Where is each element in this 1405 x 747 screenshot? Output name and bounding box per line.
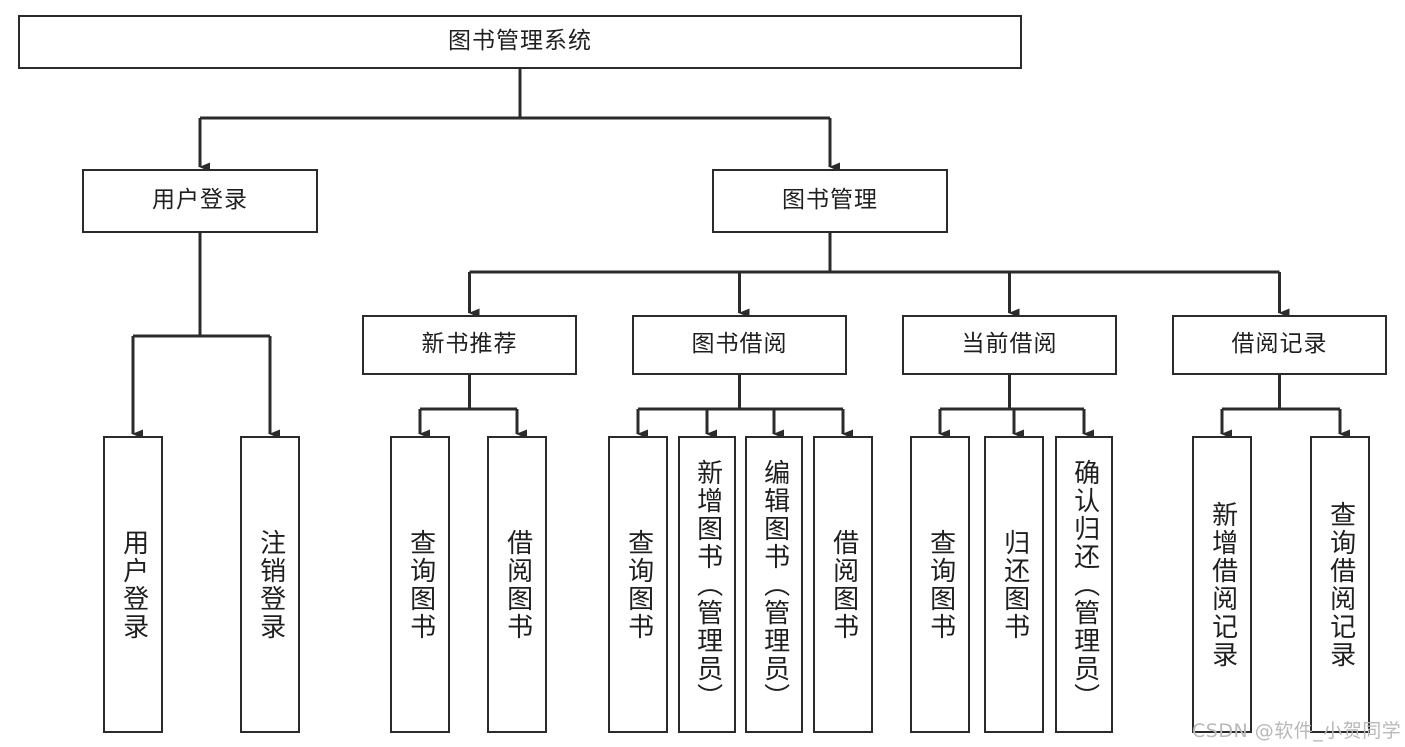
node-borrow-record-label: 借阅记录 (1231, 331, 1328, 358)
node-leaf-query-book-rec[interactable]: 查询图书 (390, 436, 450, 733)
node-leaf-borrow-book-label: 借阅图书 (828, 528, 859, 641)
node-book-manage[interactable]: 图书管理 (712, 169, 948, 233)
node-leaf-return-book[interactable]: 归还图书 (984, 436, 1044, 733)
node-leaf-user-login-label: 用户登录 (118, 528, 149, 641)
node-borrow-record[interactable]: 借阅记录 (1172, 315, 1387, 375)
node-root[interactable]: 图书管理系统 (18, 15, 1022, 69)
node-leaf-return-book-label: 归还图书 (999, 528, 1030, 641)
node-leaf-edit-book[interactable]: 编辑图书（管理员） (745, 436, 803, 733)
node-leaf-borrow-book-rec[interactable]: 借阅图书 (487, 436, 547, 733)
node-leaf-user-logout[interactable]: 注销登录 (240, 436, 300, 733)
node-user-login-label: 用户登录 (152, 187, 248, 214)
node-leaf-borrow-book-rec-label: 借阅图书 (502, 528, 533, 641)
node-leaf-confirm-return-label: 确认归还（管理员） (1069, 458, 1100, 711)
node-leaf-confirm-return[interactable]: 确认归还（管理员） (1055, 436, 1113, 733)
node-book-borrow[interactable]: 图书借阅 (632, 315, 847, 375)
node-leaf-query-book-borrow-label: 查询图书 (623, 528, 654, 641)
node-user-login[interactable]: 用户登录 (82, 169, 318, 233)
node-leaf-query-record[interactable]: 查询借阅记录 (1310, 436, 1370, 733)
node-leaf-user-login[interactable]: 用户登录 (103, 436, 163, 733)
node-leaf-query-record-label: 查询借阅记录 (1325, 500, 1356, 669)
node-current-borrow[interactable]: 当前借阅 (902, 315, 1117, 375)
node-leaf-user-logout-label: 注销登录 (255, 528, 286, 641)
node-leaf-add-record[interactable]: 新增借阅记录 (1192, 436, 1252, 733)
node-leaf-add-book-label: 新增图书（管理员） (692, 458, 723, 711)
node-book-manage-label: 图书管理 (782, 187, 878, 214)
node-new-book-rec-label: 新书推荐 (421, 331, 518, 358)
node-leaf-query-book-cur[interactable]: 查询图书 (910, 436, 970, 733)
node-root-label: 图书管理系统 (448, 28, 592, 55)
node-new-book-rec[interactable]: 新书推荐 (362, 315, 577, 375)
node-leaf-query-book-cur-label: 查询图书 (925, 528, 956, 641)
node-leaf-add-record-label: 新增借阅记录 (1207, 500, 1238, 669)
node-leaf-add-book[interactable]: 新增图书（管理员） (678, 436, 736, 733)
node-leaf-edit-book-label: 编辑图书（管理员） (759, 458, 790, 711)
node-book-borrow-label: 图书借阅 (691, 331, 788, 358)
node-leaf-query-book-borrow[interactable]: 查询图书 (608, 436, 668, 733)
node-leaf-borrow-book[interactable]: 借阅图书 (813, 436, 873, 733)
watermark: CSDN @软件_小贺同学 (1192, 720, 1402, 742)
node-leaf-query-book-rec-label: 查询图书 (405, 528, 436, 641)
node-current-borrow-label: 当前借阅 (961, 331, 1058, 358)
